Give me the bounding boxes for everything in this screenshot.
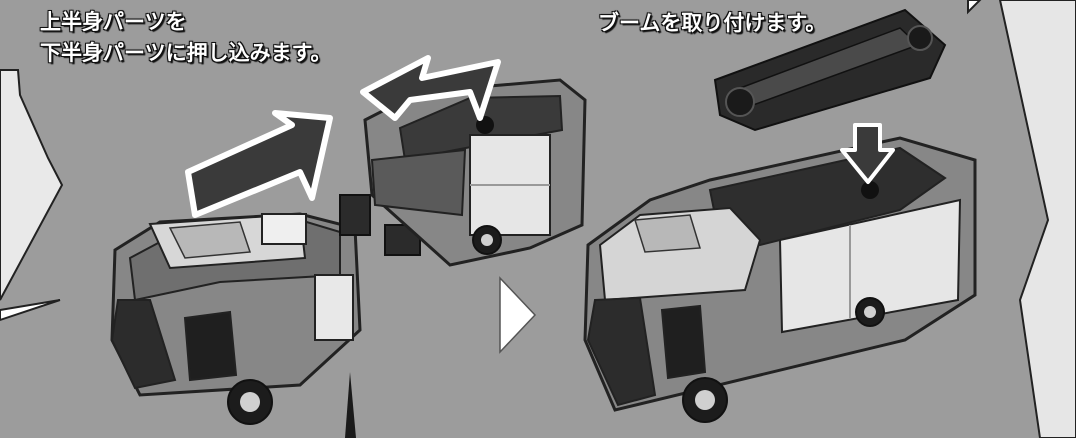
- assembled-truck: [583, 136, 977, 423]
- step-next-triangle: [499, 276, 537, 354]
- boom-part: [713, 8, 947, 132]
- truck-lower-half: [110, 194, 421, 425]
- right-panel-border: [967, 0, 1076, 438]
- step1-caption-line-2: 下半身パーツに押し込みます。: [40, 41, 332, 65]
- step1-caption-line-1: 上半身パーツを: [40, 10, 187, 34]
- step2-caption: ブームを取り付けます。: [598, 11, 827, 35]
- step1-caption: 上半身パーツを 下半身パーツに押し込みます。: [40, 12, 331, 64]
- push-arrow-right: [185, 110, 333, 218]
- truck-upper-half: [363, 78, 587, 267]
- left-panel-border: [0, 69, 64, 322]
- pointer-arrow: [345, 372, 356, 438]
- push-arrow-left: [360, 55, 501, 121]
- attach-arrow-down: [840, 123, 895, 184]
